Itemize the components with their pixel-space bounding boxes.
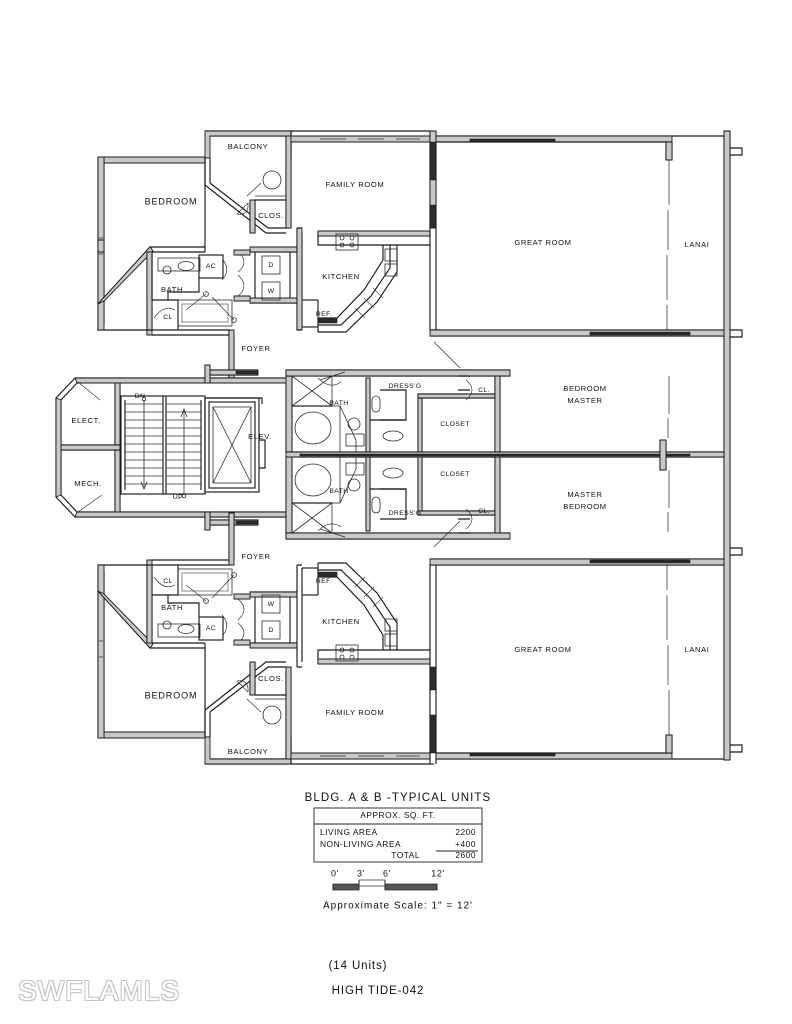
room-label-linen-closet-lower: CL. bbox=[478, 508, 490, 515]
room-label-refrigerator-upper: REF. bbox=[316, 311, 332, 318]
room-label-master-bedroom-lower-l1: MASTER bbox=[567, 490, 602, 499]
room-label-family-room-lower: FAMILY ROOM bbox=[326, 708, 385, 717]
room-label-dressing-lower: DRESS'G bbox=[389, 510, 422, 517]
room-label-master-bath-lower: BATH bbox=[329, 488, 348, 495]
room-label-great-room-lower: GREAT ROOM bbox=[514, 645, 571, 654]
upper-unit-plan: BALCONY BEDROOM CLOS. BATH CL AC D W FOY… bbox=[97, 130, 743, 761]
room-label-master-bath-upper: BATH bbox=[329, 400, 348, 407]
room-label-refrigerator-lower: REF. bbox=[316, 578, 332, 585]
room-label-washer-lower: W bbox=[268, 601, 275, 608]
watermark-swflamls: SWFLAMLS bbox=[18, 975, 181, 1006]
room-label-master-bedroom-upper-l1: BEDROOM bbox=[563, 384, 606, 393]
room-label-great-room-upper: GREAT ROOM bbox=[514, 238, 571, 247]
area-row-label-1: NON-LIVING AREA bbox=[320, 839, 401, 849]
room-label-family-room-upper: FAMILY ROOM bbox=[326, 180, 385, 189]
room-label-foyer-upper: FOYER bbox=[241, 344, 270, 353]
room-label-bath-upper: BATH bbox=[161, 285, 183, 294]
room-label-dressing-upper: DRESS'G bbox=[389, 383, 422, 390]
upper-master-suite: BATH DRESS'G CL. CLOSET BEDROOM MASTER bbox=[285, 341, 670, 453]
room-label-washer-upper: W bbox=[268, 288, 275, 295]
room-label-lanai-lower: LANAI bbox=[685, 645, 710, 654]
room-label-bath-lower: BATH bbox=[161, 603, 183, 612]
scale-tick-1: 3' bbox=[357, 868, 365, 878]
scale-note: Approximate Scale: 1" = 12' bbox=[323, 901, 473, 912]
room-label-ac-upper: AC bbox=[206, 263, 216, 270]
room-label-closet-lower: CLOS. bbox=[258, 674, 284, 683]
stair-label-up: UP bbox=[173, 494, 183, 501]
scale-tick-3: 12' bbox=[431, 868, 445, 878]
area-row-value-2: 2600 bbox=[455, 850, 476, 860]
room-label-kitchen-upper: KITCHEN bbox=[322, 272, 360, 281]
area-row-value-1: +400 bbox=[455, 839, 476, 849]
stair-label-down: DN bbox=[135, 393, 146, 400]
plan-unit-count: (14 Units) bbox=[329, 960, 388, 972]
room-label-dryer-upper: D bbox=[268, 262, 273, 269]
plan-model-name: HIGH TIDE-042 bbox=[332, 985, 425, 997]
room-label-electrical: ELECT. bbox=[71, 416, 100, 425]
room-label-bath-closet-lower: CL bbox=[163, 578, 173, 585]
building-core: ELECT. MECH. ELEV. DN UP bbox=[55, 364, 287, 531]
room-label-closet-lower-master: CLOSET bbox=[440, 471, 470, 478]
room-label-dryer-lower: D bbox=[268, 627, 273, 634]
room-label-elevator: ELEV. bbox=[248, 432, 272, 441]
room-label-bedroom-upper: BEDROOM bbox=[145, 196, 198, 206]
room-label-balcony-upper: BALCONY bbox=[228, 142, 269, 151]
room-label-bedroom-lower: BEDROOM bbox=[145, 690, 198, 700]
scale-tick-0: 0' bbox=[331, 868, 339, 878]
scale-bar-graphic bbox=[332, 879, 438, 891]
scale-tick-2: 6' bbox=[383, 868, 391, 878]
room-label-mechanical: MECH. bbox=[74, 479, 101, 488]
room-label-master-bedroom-upper-l2: MASTER bbox=[567, 396, 602, 405]
room-label-balcony-lower: BALCONY bbox=[228, 747, 269, 756]
area-row-label-0: LIVING AREA bbox=[320, 827, 378, 837]
room-label-master-bedroom-lower-l2: BEDROOM bbox=[563, 502, 606, 511]
room-label-bath-closet-upper: CL bbox=[163, 314, 173, 321]
lower-unit-plan: FOYER CL BATH AC W D REF. KITCHEN CLOS. … bbox=[97, 512, 725, 765]
area-row-label-2: TOTAL bbox=[391, 850, 420, 860]
room-label-linen-closet-upper: CL. bbox=[478, 387, 490, 394]
area-row-value-0: 2200 bbox=[455, 827, 476, 837]
room-label-closet-upper: CLOS. bbox=[258, 211, 284, 220]
title-block: BLDG. A & B -TYPICAL UNITS APPROX. SQ. F… bbox=[305, 792, 492, 997]
room-label-closet-upper-master: CLOSET bbox=[440, 421, 470, 428]
room-label-ac-lower: AC bbox=[206, 625, 216, 632]
area-table-header: APPROX. SQ. FT. bbox=[360, 810, 435, 820]
room-label-lanai-upper: LANAI bbox=[685, 240, 710, 249]
plan-title: BLDG. A & B -TYPICAL UNITS bbox=[305, 792, 492, 804]
mid-dividing-wall bbox=[285, 439, 725, 471]
room-label-foyer-lower: FOYER bbox=[241, 552, 270, 561]
lower-master-suite: BATH DRESS'G CL. CLOSET MASTER BEDROOM bbox=[285, 456, 670, 548]
room-label-kitchen-lower: KITCHEN bbox=[322, 617, 360, 626]
